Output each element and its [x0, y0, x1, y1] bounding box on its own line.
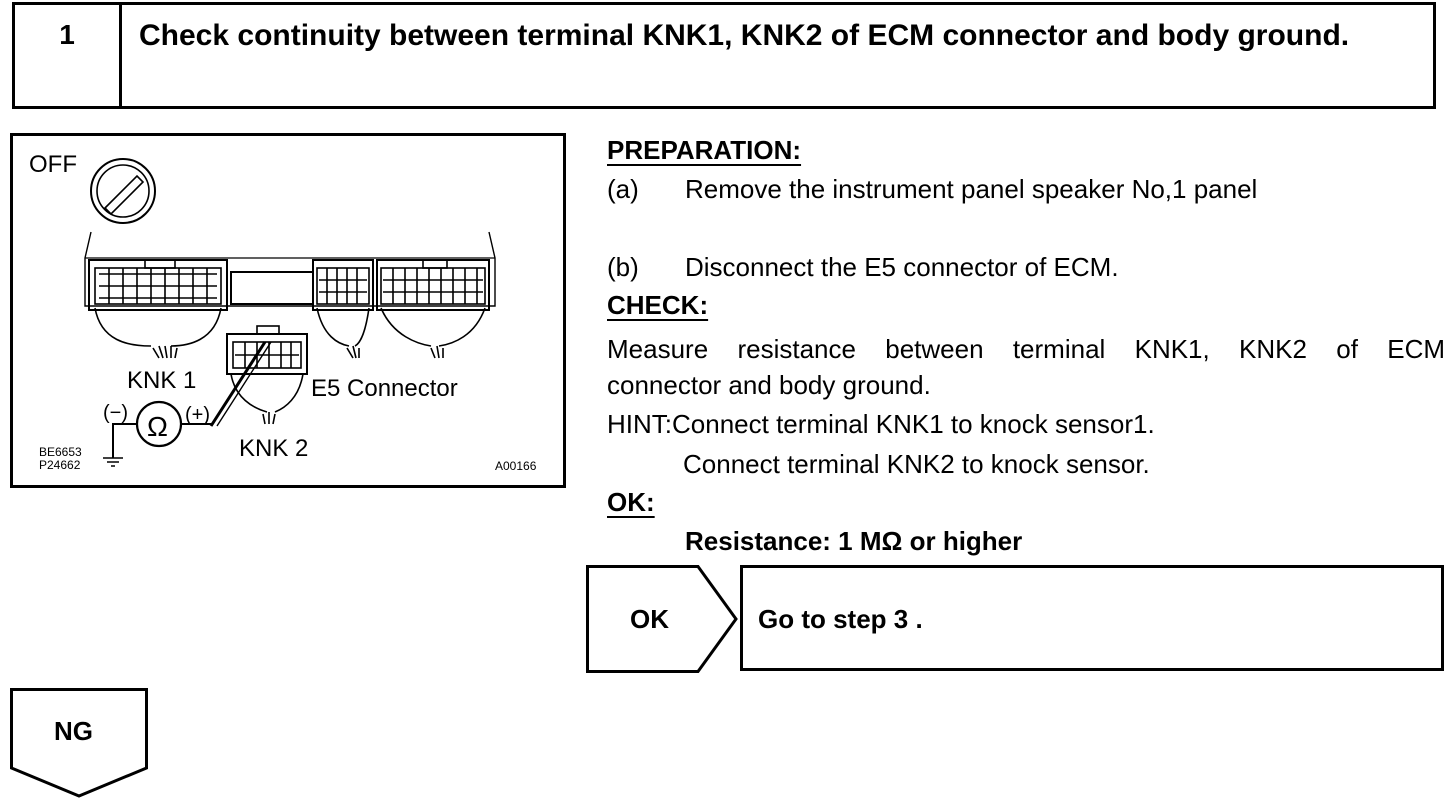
minus-terminal-label: (−): [103, 402, 128, 424]
ok-result-box: Go to step 3 .: [740, 565, 1444, 671]
ref-code-1: BE6653: [39, 445, 82, 459]
preparation-b-text: Disconnect the E5 connector of ECM.: [685, 252, 1119, 282]
step-title: Check continuity between terminal KNK1, …: [139, 19, 1350, 52]
check-heading: CHECK:: [607, 290, 709, 320]
ok-heading: OK:: [607, 487, 655, 517]
plus-terminal-label: (+): [185, 404, 210, 426]
ok-spec: Resistance: 1 MΩ or higher: [685, 526, 1023, 556]
ok-arrow-box: [586, 565, 738, 673]
knk2-label: KNK 2: [239, 435, 309, 462]
ohm-symbol: Ω: [147, 411, 168, 442]
ok-result-text: Go to step 3 .: [758, 604, 923, 634]
preparation-heading: PREPARATION:: [607, 135, 802, 165]
check-text-line2: connector and body ground.: [607, 370, 931, 400]
step-number: 1: [15, 5, 122, 106]
ok-branch-label: OK: [630, 604, 669, 634]
ignition-key-icon: [90, 158, 156, 224]
preparation-b-marker: (b): [607, 252, 639, 282]
knk1-label: KNK 1: [127, 367, 197, 394]
figure-id: A00166: [495, 459, 537, 473]
wiring-illustration: OFF Ω KNK 1 E5 Connector (−) (+) KNK 2 B…: [10, 133, 566, 488]
step-header: 1 Check continuity between terminal KNK1…: [12, 2, 1436, 109]
ignition-state-label: OFF: [29, 151, 77, 178]
e5-connector-label: E5 Connector: [311, 375, 458, 402]
preparation-a-marker: (a): [607, 174, 639, 204]
hint-line2: Connect terminal KNK2 to knock sensor.: [683, 449, 1150, 479]
hint-line1: HINT:Connect terminal KNK1 to knock sens…: [607, 409, 1155, 439]
preparation-a-text: Remove the instrument panel speaker No,1…: [685, 174, 1258, 204]
ng-branch-label: NG: [54, 716, 93, 746]
ng-arrow-box: [10, 688, 148, 798]
ref-code-2: P24662: [39, 458, 81, 472]
check-text-line1: Measure resistance between terminal KNK1…: [607, 334, 1445, 364]
ecm-connector-diagram: [84, 158, 496, 467]
